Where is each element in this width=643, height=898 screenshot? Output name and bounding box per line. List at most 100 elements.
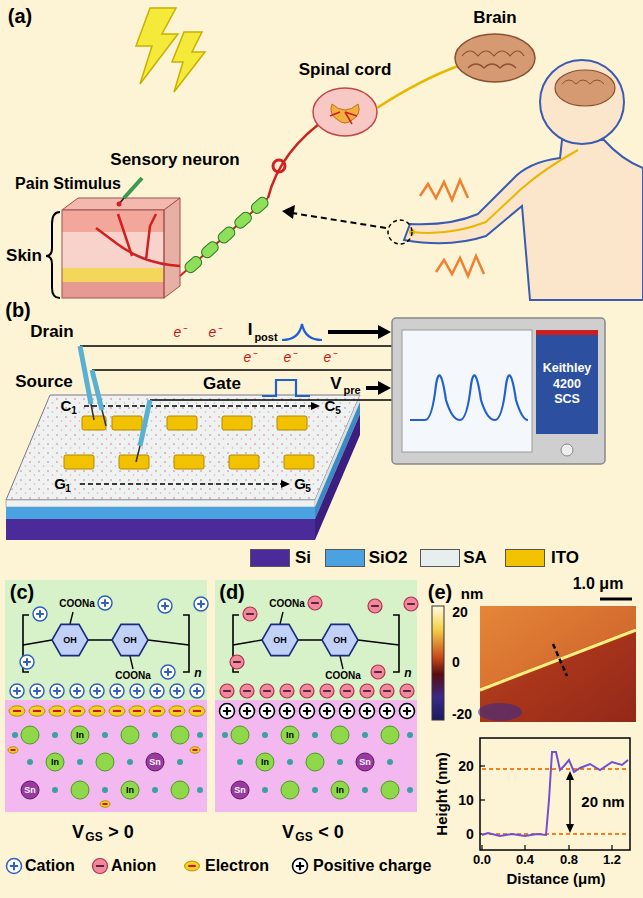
anion-icon [233, 661, 241, 663]
sugar-ring [322, 624, 358, 655]
ito-region [5, 700, 207, 812]
figure-label: GS [295, 831, 312, 845]
anion-icon [374, 671, 382, 673]
figure-label: OH [333, 635, 347, 645]
cation-icon [130, 684, 144, 698]
figure-label: Pain Stimulus [15, 175, 121, 193]
figure-label: post [254, 331, 277, 344]
keithley-monitor [410, 375, 528, 420]
color-bar [432, 606, 444, 720]
cation-icon [158, 599, 172, 613]
positive-charge-icon [303, 707, 311, 715]
pulse-signal [328, 330, 380, 334]
electron-icon [113, 710, 121, 712]
electron-icon [103, 803, 108, 805]
chemical-bond [233, 612, 399, 669]
electron-icon [8, 747, 18, 754]
lightning-bolt [172, 32, 205, 92]
human-body [404, 60, 643, 300]
anion-icon [96, 865, 104, 867]
figure-label: V [282, 822, 294, 843]
indium-atom [281, 726, 299, 744]
sensory-neuron [180, 116, 330, 276]
keithley-monitor [561, 444, 573, 456]
sugar-ring [262, 624, 298, 655]
indium-atom [96, 753, 114, 771]
figure-label: nm [461, 585, 484, 602]
figure-label: 0.4 [516, 853, 534, 868]
figure-label: 10 [458, 792, 474, 808]
electron-icon [100, 801, 110, 808]
afm-image [478, 606, 636, 722]
cation-icon [110, 684, 124, 698]
figure-label: G [54, 475, 66, 492]
oxygen-atom [407, 787, 413, 793]
indium-atom [121, 726, 139, 744]
figure-label: COONa [115, 670, 151, 682]
skin-block [96, 214, 180, 266]
figure-label: > 0 [108, 822, 134, 843]
cation-icon [90, 684, 104, 698]
anion-icon [340, 684, 354, 698]
cation-icon [20, 655, 34, 669]
tin-atom [356, 753, 374, 771]
polymer-bracket [23, 615, 189, 672]
skin-block [62, 268, 164, 282]
figure-label: SiO2 [369, 548, 408, 568]
wire [80, 345, 392, 347]
figure-label: pre [343, 384, 360, 397]
indium-atom [306, 753, 324, 771]
ito-electrode [284, 455, 314, 469]
indium-atom [171, 781, 189, 799]
figure-label: 0 [452, 654, 460, 670]
oxygen-atom [312, 787, 318, 793]
human-body [404, 140, 643, 300]
electron-icon [69, 706, 85, 716]
indium-atom [171, 726, 189, 744]
sensory-neuron [233, 210, 254, 230]
cation-icon [36, 610, 44, 618]
afm-image [480, 630, 636, 690]
cation-icon [10, 862, 18, 870]
scan-arrow [281, 480, 290, 488]
electron-icon [129, 706, 145, 716]
pulse-signal [262, 380, 310, 396]
cation-icon [113, 687, 121, 695]
figure-label: SA [463, 548, 487, 568]
brain-drawing [462, 51, 524, 68]
figure-label: C [325, 397, 336, 414]
anion-icon [300, 684, 314, 698]
figure-label: 5 [305, 483, 311, 495]
sensory-neuron [216, 225, 237, 245]
cation-icon [33, 687, 41, 695]
figure-label: GS [85, 831, 102, 845]
figure-label: OH [123, 635, 137, 645]
pulse-signal [262, 324, 391, 396]
height-profile [611, 845, 612, 850]
wire [150, 399, 392, 401]
oxygen-atom [127, 759, 133, 765]
figure-label: 20 [452, 604, 468, 620]
sensory-neuron [249, 195, 270, 215]
signal-wave [436, 256, 484, 276]
ito-region [215, 700, 417, 812]
positive-charge-icon [320, 704, 335, 719]
figure-label: 20 [458, 758, 474, 774]
wire [92, 369, 392, 371]
height-profile [482, 768, 628, 770]
indium-atom [71, 781, 89, 799]
oxygen-atom [27, 759, 33, 765]
ito-electrode [119, 455, 149, 469]
cation-icon [101, 599, 109, 607]
oxygen-atom [262, 787, 268, 793]
electrolyte-region [5, 580, 207, 700]
figure-label: In [76, 730, 84, 740]
height-profile [480, 738, 630, 850]
sugar-ring [52, 624, 88, 655]
device-stack [6, 395, 360, 500]
oxygen-atom [52, 787, 58, 793]
electron-icon [49, 706, 65, 716]
zoom-arrow [282, 205, 295, 219]
figure-label: In [286, 730, 294, 740]
cation-icon [10, 684, 24, 698]
